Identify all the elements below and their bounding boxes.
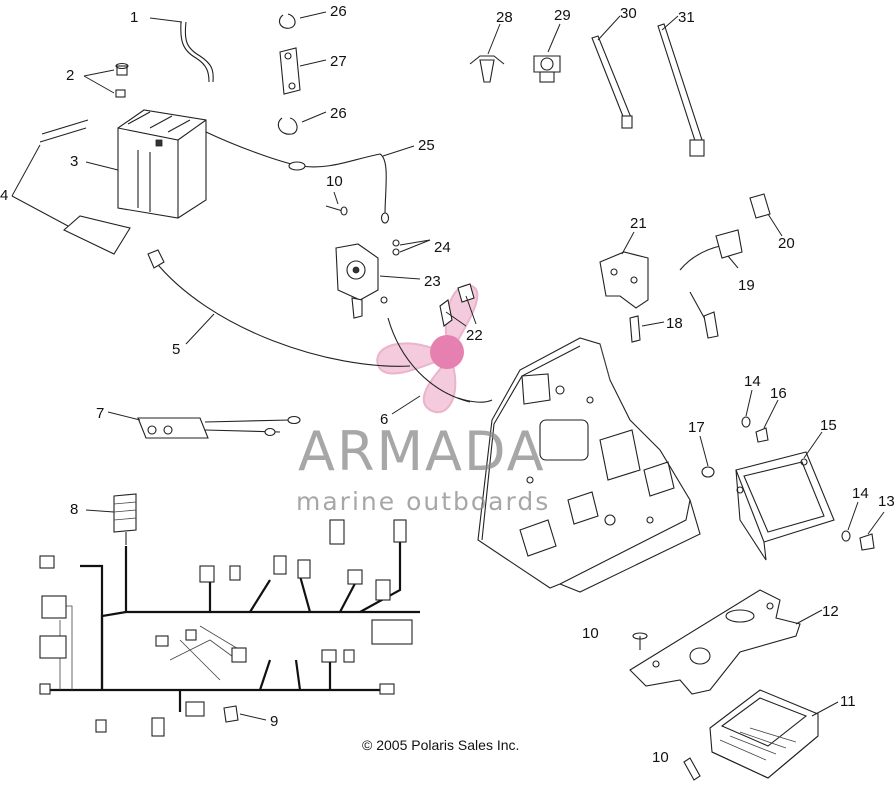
control-module	[735, 431, 835, 561]
battery-pads	[11, 119, 131, 255]
positive-cable	[205, 131, 415, 224]
callout-13: 13	[878, 493, 895, 510]
push-clip	[469, 23, 505, 83]
callout-10-upper: 10	[326, 173, 343, 190]
callout-22: 22	[466, 327, 483, 344]
callout-9: 9	[270, 713, 278, 730]
callout-21: 21	[630, 215, 647, 232]
screws-lower	[632, 632, 701, 781]
callout-14-upper: 14	[744, 373, 761, 390]
terminal-bolts	[83, 62, 129, 98]
solenoid-nuts	[392, 239, 431, 256]
terminal-boots	[439, 283, 477, 327]
callout-16: 16	[770, 385, 787, 402]
callout-20: 20	[778, 235, 795, 252]
callout-26-upper: 26	[330, 3, 347, 20]
callout-4: 4	[0, 187, 8, 204]
armada-watermark: ARMADA marine outboards	[296, 420, 550, 516]
callout-3: 3	[70, 153, 78, 170]
mounting-bracket	[599, 231, 649, 309]
relay-box	[709, 689, 839, 779]
callout-26-lower: 26	[330, 105, 347, 122]
callout-19: 19	[738, 277, 755, 294]
module-bracket-plate	[629, 589, 823, 695]
callout-29: 29	[554, 7, 571, 24]
callout-1: 1	[130, 9, 138, 26]
callout-17: 17	[688, 419, 705, 436]
logo-hub	[430, 335, 464, 369]
callout-23: 23	[424, 273, 441, 290]
electrical-mount-plate	[477, 337, 701, 593]
callout-15: 15	[820, 417, 837, 434]
callout-10-lower: 10	[652, 749, 669, 766]
vent-tube	[149, 17, 214, 83]
wire-clip	[533, 23, 561, 83]
callout-27: 27	[330, 53, 347, 70]
small-connector	[223, 705, 267, 723]
callout-5: 5	[172, 341, 180, 358]
callout-labels: 1 2 3 4 5 6 7 8 9 10 10 10 11 12 13 14 1…	[0, 3, 895, 766]
callout-10-mid: 10	[582, 625, 599, 642]
starter-solenoid	[335, 243, 421, 319]
cable-clamps	[277, 11, 327, 135]
callout-12: 12	[822, 603, 839, 620]
cable-tie-long	[657, 15, 705, 157]
starter-cable	[387, 317, 493, 415]
logo-blade-bottom	[422, 361, 457, 414]
callout-30: 30	[620, 5, 637, 22]
module-fasteners	[699, 389, 885, 551]
callout-31: 31	[678, 9, 695, 26]
main-wiring-harness	[39, 519, 420, 737]
ground-cable	[107, 411, 301, 439]
harness-connector	[85, 493, 137, 545]
callout-2: 2	[66, 67, 74, 84]
bolt-upper	[325, 191, 348, 216]
callout-11: 11	[840, 693, 856, 710]
battery	[85, 109, 207, 219]
callout-24: 24	[434, 239, 451, 256]
sensor-cap	[749, 193, 783, 237]
negative-cable	[147, 249, 411, 367]
callout-25: 25	[418, 137, 435, 154]
callout-8: 8	[70, 501, 78, 518]
sensor-pin	[629, 291, 719, 343]
watermark-subtitle: marine outboards	[296, 487, 550, 516]
callout-7: 7	[96, 405, 104, 422]
temperature-sensor	[679, 229, 743, 271]
callout-28: 28	[496, 9, 513, 26]
callout-18: 18	[666, 315, 683, 332]
callout-6: 6	[380, 411, 388, 428]
callout-14-lower: 14	[852, 485, 869, 502]
watermark-title: ARMADA	[298, 420, 546, 483]
copyright-notice: © 2005 Polaris Sales Inc.	[362, 737, 519, 753]
armada-propeller-logo	[376, 284, 479, 414]
cable-tie-short	[591, 15, 633, 129]
